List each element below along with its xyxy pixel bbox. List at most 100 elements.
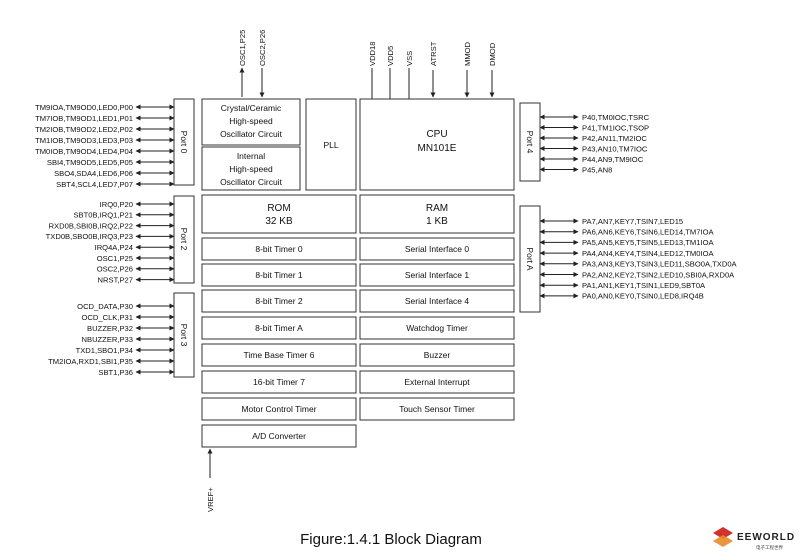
- crystal-line-3: Oscillator Circuit: [220, 129, 283, 139]
- port4-pin-label: P41,TM1IOC,TSOP: [582, 123, 649, 132]
- portA-pin-label: PA6,AN6,KEY6,TSIN6,LED14,TM7IOA: [582, 228, 714, 237]
- watchdog-block: [359, 316, 515, 340]
- portA-title: Port A: [525, 247, 535, 270]
- timer7-label: 16-bit Timer 7: [253, 377, 305, 387]
- port4-title: Port 4: [525, 131, 535, 154]
- timer7-block: [201, 370, 357, 394]
- rom-size: 32 KB: [265, 216, 293, 227]
- internal-line-2: High-speed: [229, 164, 273, 174]
- external-interrupt-label: External Interrupt: [404, 377, 470, 387]
- port3-pin-label: BUZZER,P32: [87, 324, 133, 333]
- timer0-label: 8-bit Timer 0: [255, 244, 303, 254]
- buzzer-label: Buzzer: [424, 350, 451, 360]
- pll-label: PLL: [323, 140, 338, 150]
- port3-pin-label: TM2IOA,RXD1,SBI1,P35: [48, 357, 133, 366]
- motor-timer-label: Motor Control Timer: [241, 404, 316, 414]
- port2-box: [173, 195, 195, 284]
- port4-box: [519, 102, 541, 182]
- internal-line-1: Internal: [237, 151, 265, 161]
- port2-pin-label: TXD0B,SBO0B,IRQ3,P23: [46, 232, 133, 241]
- atrst-label: ATRST: [429, 41, 438, 66]
- port-pins: TM9IOA,TM9OD0,LED0,P00TM7IOB,TM9OD1,LED1…: [35, 103, 737, 377]
- port0-pin-label: TM7IOB,TM9OD1,LED1,P01: [35, 114, 133, 123]
- dmod-label: DMOD: [488, 42, 497, 66]
- crystal-line-2: High-speed: [229, 116, 273, 126]
- timer0-block: [201, 237, 357, 261]
- port4-pin-label: P43,AN10,TM7IOC: [582, 144, 648, 153]
- port0-pin-label: SBT4,SCL4,LED7,P07: [56, 180, 133, 189]
- serial4-block: [359, 289, 515, 313]
- watermark-subtext: 电子工程世界: [756, 544, 783, 551]
- port0-pin-label: TM1IOB,TM9OD3,LED3,P03: [35, 136, 133, 145]
- serial1-label: Serial Interface 1: [405, 270, 470, 280]
- motor-timer-block: [201, 397, 357, 421]
- timerA-label: 8-bit Timer A: [255, 323, 303, 333]
- watermark-text: EEWORLD: [737, 532, 795, 543]
- vref-label: VREF+: [206, 487, 215, 512]
- timer1-block: [201, 263, 357, 287]
- timerA-block: [201, 316, 357, 340]
- port2-pin-label: SBT0B,IRQ1,P21: [73, 211, 133, 220]
- serial4-label: Serial Interface 4: [405, 296, 470, 306]
- portA-pin-label: PA2,AN2,KEY2,TSIN2,LED10,SBI0A,RXD0A: [582, 270, 735, 279]
- portA-box: [519, 205, 541, 313]
- portA-pin-label: PA0,AN0,KEY0,TSIN0,LED8,IRQ4B: [582, 292, 704, 301]
- port2-pin-label: OSC1,P25: [97, 254, 133, 263]
- eeworld-logo-icon: [713, 527, 733, 539]
- vdd5-label: VDD5: [386, 46, 395, 66]
- timer2-block: [201, 289, 357, 313]
- touch-sensor-label: Touch Sensor Timer: [399, 404, 475, 414]
- buzzer-block: [359, 343, 515, 367]
- figure-caption: Figure:1.4.1 Block Diagram: [300, 531, 482, 548]
- internal-line-3: Oscillator Circuit: [220, 177, 283, 187]
- timebase-block: [201, 343, 357, 367]
- touch-sensor-block: [359, 397, 515, 421]
- port3-box: [173, 292, 195, 378]
- port3-title: Port 3: [179, 324, 189, 347]
- serial0-label: Serial Interface 0: [405, 244, 470, 254]
- top-signal-lines: [239, 67, 495, 99]
- cpu-model: MN101E: [418, 143, 457, 154]
- port4-pin-label: P45,AN8: [582, 165, 612, 174]
- vdd18-label: VDD18: [368, 42, 377, 66]
- ram-size: 1 KB: [426, 216, 448, 227]
- watchdog-label: Watchdog Timer: [406, 323, 468, 333]
- timebase-label: Time Base Timer 6: [243, 350, 314, 360]
- ram-label: RAM: [426, 203, 448, 214]
- watermark-logo: EEWORLD 电子工程世界: [713, 527, 795, 551]
- osc2-label: OSC2,P26: [258, 30, 267, 66]
- port3-pin-label: TXD1,SBO1,P34: [76, 346, 133, 355]
- mmod-label: MMOD: [463, 41, 472, 66]
- portA-pin-label: PA3,AN3,KEY3,TSIN3,LED11,SBO0A,TXD0A: [582, 260, 738, 269]
- port2-pin-label: IRQ0,P20: [100, 200, 133, 209]
- rom-label: ROM: [267, 203, 290, 214]
- osc1-label: OSC1,P25: [238, 30, 247, 66]
- pll-block: [305, 98, 357, 191]
- internal-oscillator-block: [201, 146, 301, 191]
- port3-pin-label: OCD_CLK,P31: [82, 313, 134, 322]
- port2-pin-label: NRST,P27: [98, 275, 133, 284]
- port4-pin-label: P40,TM0IOC,TSRC: [582, 113, 650, 122]
- rom-block: [201, 194, 357, 234]
- crystal-line-1: Crystal/Ceramic: [221, 103, 282, 113]
- port2-title: Port 2: [179, 228, 189, 251]
- cpu-block: [359, 98, 515, 191]
- port0-pin-label: SBI4,TM9OD5,LED5,P05: [47, 158, 133, 167]
- port0-title: Port 0: [179, 131, 189, 154]
- serial1-block: [359, 263, 515, 287]
- external-interrupt-block: [359, 370, 515, 394]
- port0-pin-label: TM0IOB,TM9OD4,LED4,P04: [35, 147, 133, 156]
- port3-pin-label: OCD_DATA,P30: [77, 302, 133, 311]
- portA-pin-label: PA7,AN7,KEY7,TSIN7,LED15: [582, 217, 683, 226]
- portA-pin-label: PA1,AN1,KEY1,TSIN1,LED9,SBT0A: [582, 281, 706, 290]
- adc-block: [201, 424, 357, 448]
- top-signal-labels: OSC1,P25 OSC2,P26 VDD18 VDD5 VSS ATRST M…: [238, 30, 497, 66]
- port4-pin-label: P42,AN11,TM2IOC: [582, 134, 647, 143]
- port3-pin-label: SBT1,P36: [98, 368, 133, 377]
- vss-label: VSS: [405, 51, 414, 66]
- port0-pin-label: TM2IOB,TM9OD2,LED2,P02: [35, 125, 133, 134]
- cpu-label: CPU: [426, 129, 447, 140]
- portA-pin-label: PA5,AN5,KEY5,TSIN5,LED13,TM1IOA: [582, 238, 714, 247]
- port0-pin-label: TM9IOA,TM9OD0,LED0,P00: [35, 103, 133, 112]
